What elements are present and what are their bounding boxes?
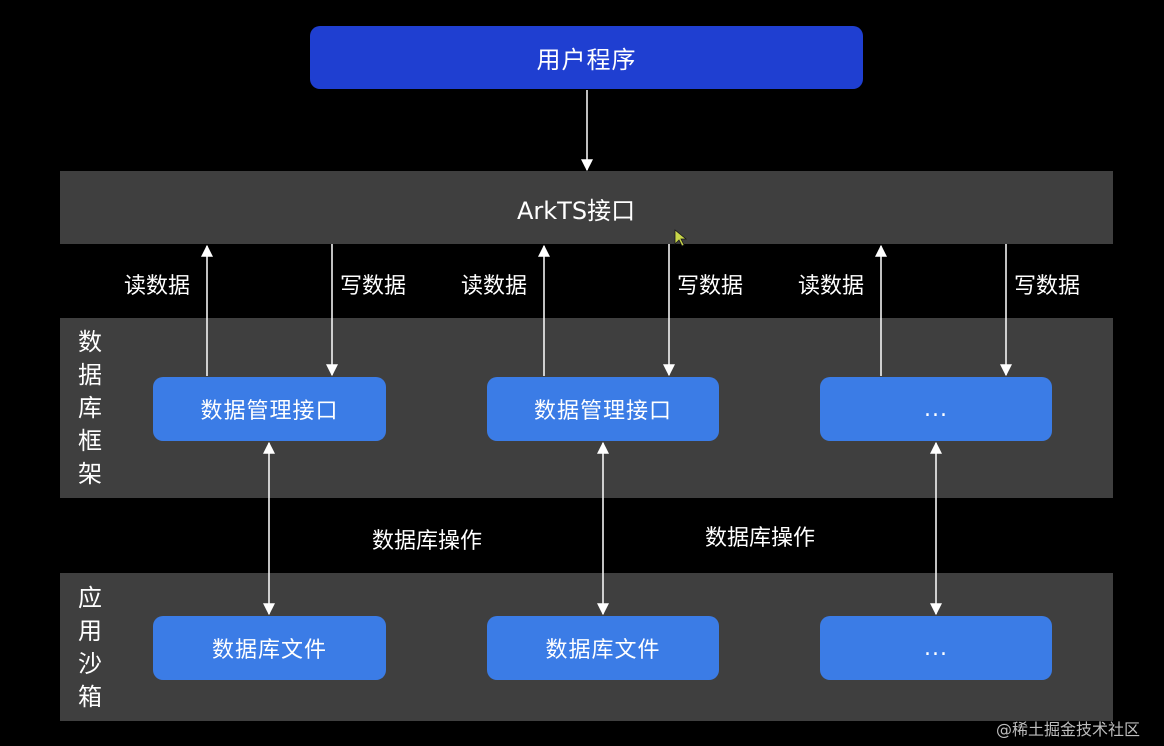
file-label: 数据库文件 [211,638,327,663]
watermark: @稀土掘金技术社区 [996,720,1141,739]
read-data-label-1: 读数据 [124,274,191,299]
more-file-box: ... [820,616,1052,680]
more-module-box: ... [820,377,1052,441]
read-data-label-2: 读数据 [461,274,528,299]
module-label: 数据管理接口 [200,399,339,424]
db-operation-label-2: 数据库操作 [705,526,816,551]
user-program-box: 用户程序 [310,26,863,89]
arkts-interface-bar [60,171,1113,244]
user-program-label: 用户程序 [536,46,637,74]
module-label: ... [924,396,948,422]
write-data-label-3: 写数据 [1014,274,1081,299]
database-file-box-1: 数据库文件 [153,616,386,680]
write-data-label-2: 写数据 [677,274,744,299]
read-data-label-3: 读数据 [798,274,865,299]
module-label: 数据管理接口 [533,399,672,424]
database-framework-side-label: 数据库框架 [78,328,102,488]
mouse-cursor-icon [674,229,688,247]
app-sandbox-side-label: 应用沙箱 [78,584,102,711]
data-management-interface-box-2: 数据管理接口 [487,377,719,441]
db-operation-label-1: 数据库操作 [372,529,483,554]
database-file-box-2: 数据库文件 [487,616,719,680]
write-data-label-1: 写数据 [340,274,407,299]
arkts-interface-label: ArkTS接口 [517,197,636,225]
data-management-interface-box-1: 数据管理接口 [153,377,386,441]
file-label: 数据库文件 [545,638,661,663]
file-label: ... [924,635,948,661]
